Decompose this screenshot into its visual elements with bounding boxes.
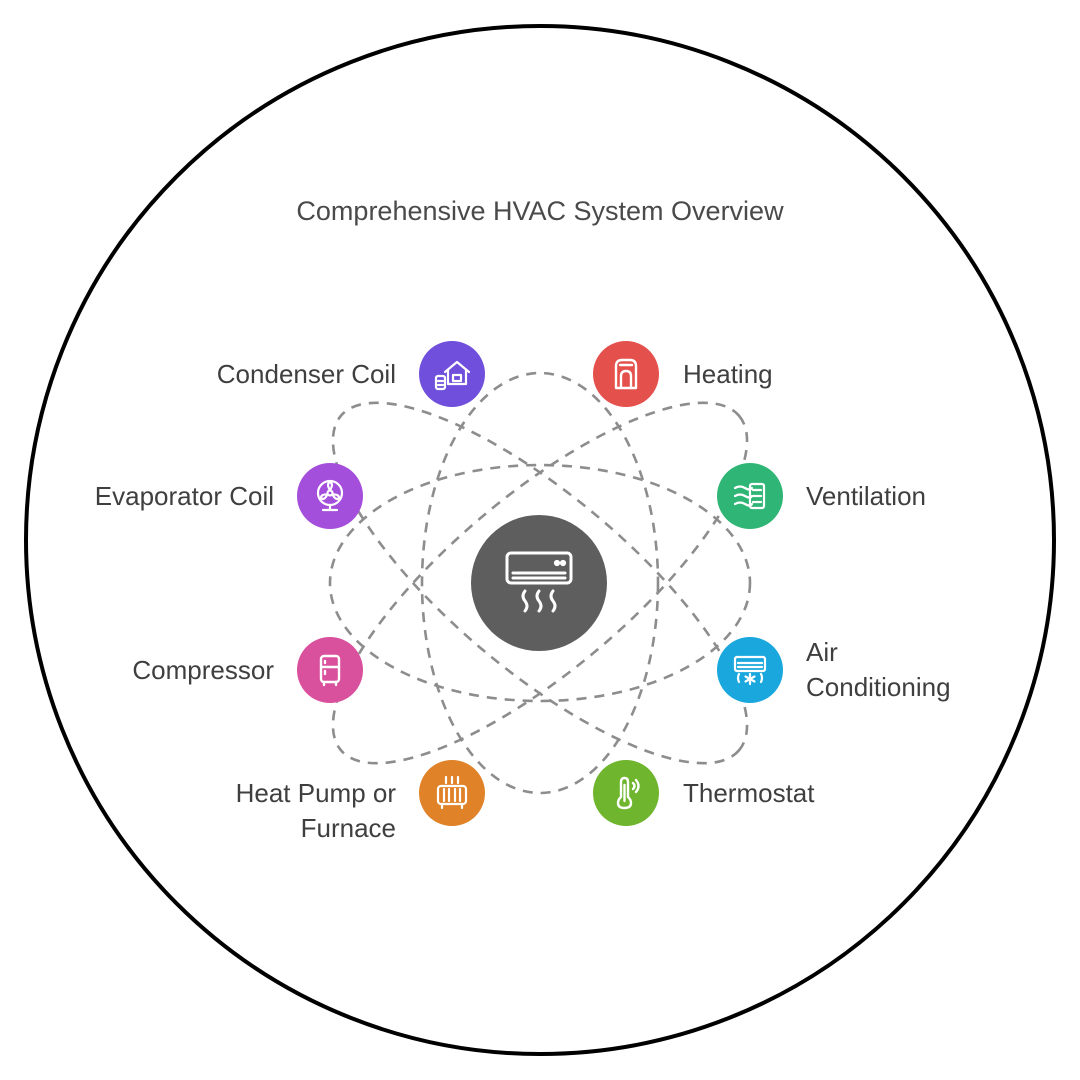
house-coil-icon <box>434 360 471 391</box>
label-line: Air <box>806 637 838 667</box>
label-heat-pump-or-furnace: Heat Pump or Furnace <box>236 776 396 846</box>
label-line: Compressor <box>132 655 274 685</box>
label-condenser-coil: Condenser Coil <box>217 357 396 392</box>
heater-icon <box>614 358 638 390</box>
label-line: Evaporator Coil <box>94 481 274 511</box>
center-hub <box>471 515 607 651</box>
label-ventilation: Ventilation <box>806 479 926 514</box>
node-heating <box>593 341 659 407</box>
label-line: Condenser Coil <box>216 359 396 389</box>
node-condenser-coil <box>419 341 485 407</box>
label-thermostat: Thermostat <box>683 776 815 811</box>
label-line: Heat Pump or <box>235 778 396 808</box>
compressor-unit-icon <box>319 654 341 687</box>
label-line: Conditioning <box>806 672 951 702</box>
orbit-paths <box>328 371 752 795</box>
label-air-conditioning: Air Conditioning <box>806 635 951 705</box>
fan-icon <box>316 479 344 512</box>
orbit-diagonal-b <box>331 401 749 765</box>
air-conditioner-icon <box>505 551 573 613</box>
diagram-title: Comprehensive HVAC System Overview <box>296 196 784 226</box>
outer-circle-border <box>24 24 1056 1056</box>
node-heat-pump-or-furnace <box>419 760 485 826</box>
node-ventilation <box>717 463 783 529</box>
node-air-conditioning <box>717 637 783 703</box>
label-compressor: Compressor <box>132 653 274 688</box>
label-line: Furnace <box>300 813 396 843</box>
vent-airflow-icon <box>733 482 766 510</box>
ac-snowflake-icon <box>733 655 767 686</box>
orbit-horizontal <box>328 463 752 703</box>
node-evaporator-coil <box>297 463 363 529</box>
node-compressor <box>297 637 363 703</box>
label-heating: Heating <box>683 357 773 392</box>
label-line: Ventilation <box>806 481 926 511</box>
node-thermostat <box>593 760 659 826</box>
orbit-diagonal-a <box>331 401 749 765</box>
thermometer-icon <box>616 776 640 810</box>
radiator-icon <box>436 775 468 810</box>
orbit-vertical <box>420 371 660 795</box>
label-evaporator-coil: Evaporator Coil <box>95 479 274 514</box>
label-line: Thermostat <box>683 778 815 808</box>
label-line: Heating <box>683 359 773 389</box>
